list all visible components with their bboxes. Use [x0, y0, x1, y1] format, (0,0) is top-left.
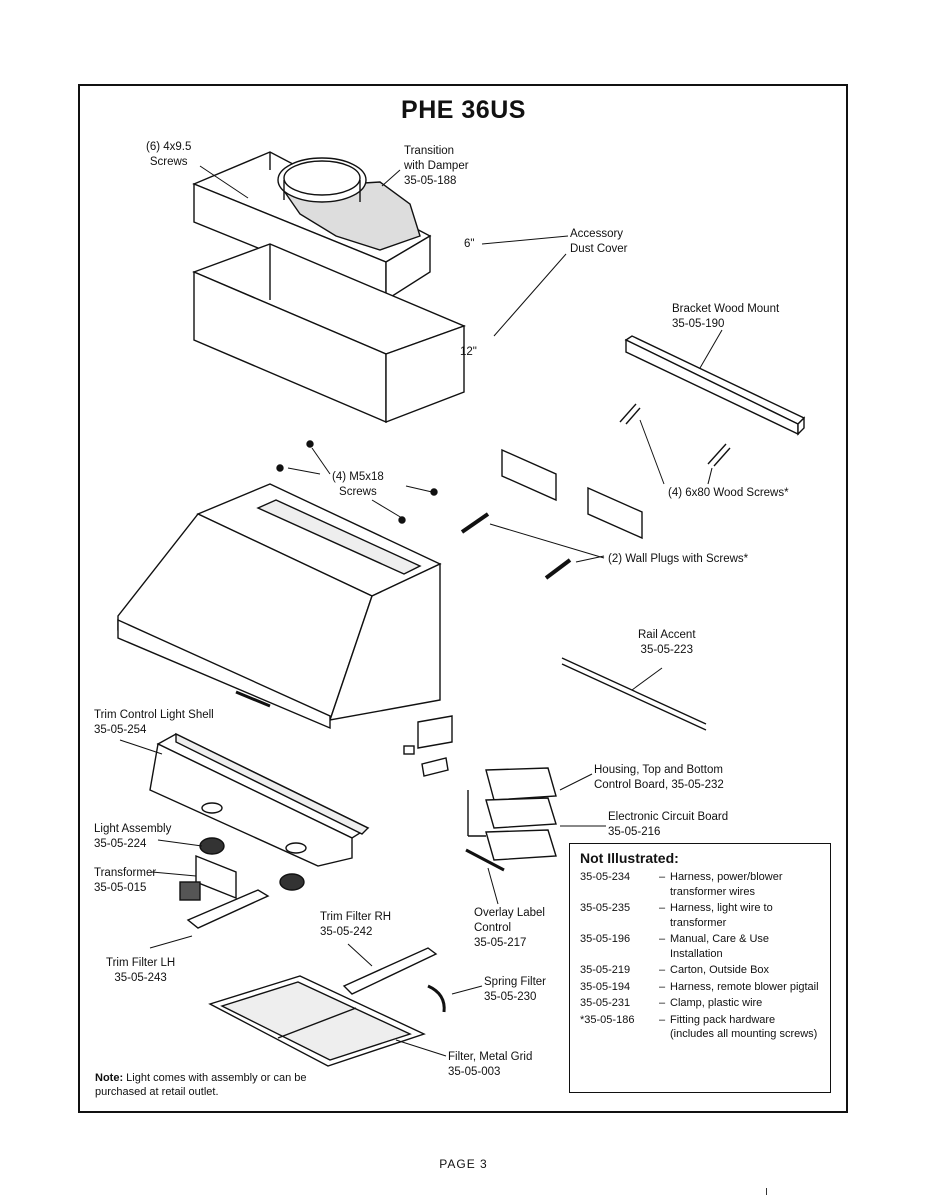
row-description: Clamp, plastic wire: [670, 997, 763, 1009]
not-illustrated-row: 35-05-196 –Manual, Care & Use Installatio…: [580, 932, 822, 961]
row-part-number: 35-05-231: [580, 997, 631, 1009]
row-description: Carton, Outside Box: [670, 964, 770, 976]
not-illustrated-list: 35-05-234–Harness, power/blower transfor…: [580, 870, 822, 1042]
label-bracket: Bracket Wood Mount 35-05-190: [672, 303, 780, 330]
not-illustrated-row: 35-05-219 –Carton, Outside Box: [580, 963, 822, 978]
label-accessory: Accessory Dust Cover: [570, 228, 628, 255]
label-overlay: Overlay Label Control 35-05-217: [474, 907, 545, 949]
transformer: [179, 854, 237, 901]
label-trim-rh: Trim Filter RH 35-05-242: [320, 911, 392, 938]
wall-plugs: [460, 512, 572, 580]
row-part-number: 35-05-219: [580, 964, 631, 976]
row-dash: –: [658, 997, 666, 1009]
trim-filters: [186, 889, 438, 995]
row-part-number: 35-05-186: [584, 1013, 635, 1026]
diagram-title: PHE 36US: [401, 96, 526, 124]
label-trim-shell: Trim Control Light Shell 35-05-254: [94, 709, 214, 736]
not-illustrated-row: *35-05-186 –Fitting pack hardware (includ…: [580, 1013, 822, 1042]
label-transformer: Transformer 35-05-015: [94, 867, 157, 894]
not-illustrated-row: 35-05-235 –Harness, light wire to transfo…: [580, 901, 822, 930]
trim-light-shell: [149, 732, 370, 867]
label-metal-grid: Filter, Metal Grid 35-05-003: [448, 1051, 533, 1078]
spring-filter: [427, 984, 446, 1013]
row-part-number: 35-05-235: [580, 902, 631, 914]
row-description: Harness, power/blower transformer wires: [670, 871, 783, 898]
not-illustrated-row: 35-05-231 –Clamp, plastic wire: [580, 996, 822, 1011]
row-dash: –: [658, 933, 666, 945]
transition-damper: [277, 157, 421, 251]
hood-body: [117, 483, 442, 730]
bracket-wood-mount: [624, 335, 806, 436]
label-wood-screws: (4) 6x80 Wood Screws*: [668, 487, 789, 499]
label-housing: Housing, Top and Bottom Control Board, 3…: [594, 764, 724, 791]
not-illustrated-row: 35-05-234 –Harness, power/blower transfor…: [580, 870, 822, 899]
metal-grid-filter: [208, 975, 426, 1067]
leader-lines: [119, 165, 723, 1057]
note-text: Light comes with assembly or can be purc…: [95, 1072, 307, 1098]
row-description: Fitting pack hardware (includes all moun…: [670, 1013, 818, 1041]
label-circuit: Electronic Circuit Board 35-05-216: [608, 811, 729, 838]
row-dash: –: [658, 871, 666, 883]
row-dash: –: [658, 964, 666, 976]
row-part-number: 35-05-194: [580, 980, 631, 993]
rail-accent: [561, 657, 707, 731]
label-screws-4x95: (6) 4x9.5 Screws: [146, 141, 192, 168]
label-wall-plugs: (2) Wall Plugs with Screws*: [608, 553, 749, 565]
label-spring-filter: Spring Filter 35-05-230: [484, 976, 546, 1003]
label-m5x18: (4) M5x18 Screws: [332, 471, 384, 498]
row-description: Harness, remote blower pigtail: [670, 980, 819, 993]
label-transition: Transition with Damper 35-05-188: [404, 145, 469, 187]
note: Note: Light comes with assembly or can b…: [95, 1071, 307, 1099]
wood-screws: [619, 403, 731, 467]
note-prefix: Note:: [95, 1072, 124, 1084]
diagram-frame: [78, 84, 848, 1113]
row-dash: –: [658, 980, 666, 993]
label-light-assembly: Light Assembly 35-05-224: [94, 823, 172, 850]
label-trim-lh: Trim Filter LH 35-05-243: [106, 957, 176, 984]
row-description: Harness, light wire to transformer: [670, 902, 773, 929]
not-illustrated-box: Not Illustrated: 35-05-234–Harness, powe…: [569, 843, 831, 1093]
row-part-number: 35-05-196: [580, 933, 631, 945]
label-rail-accent: Rail Accent 35-05-223: [638, 629, 696, 656]
label-dim-12: 12": [460, 346, 477, 358]
row-dash: –: [658, 1013, 666, 1026]
page-number: PAGE 3: [439, 1157, 488, 1171]
label-dim-6: 6": [464, 238, 475, 250]
control-housing: [403, 715, 557, 872]
mounting-plates: [501, 448, 643, 540]
not-illustrated-heading: Not Illustrated:: [580, 850, 679, 866]
not-illustrated-row: 35-05-194 –Harness, remote blower pigtail: [580, 980, 822, 995]
duct-cover-lower: [192, 243, 466, 424]
row-dash: –: [658, 902, 666, 914]
light-assemblies: [199, 837, 305, 891]
row-description: Manual, Care & Use Installation: [670, 933, 770, 960]
row-marker: *: [580, 1013, 585, 1026]
scan-mark: [766, 1188, 767, 1195]
row-part-number: 35-05-234: [580, 871, 631, 883]
m5-screws: [276, 440, 438, 524]
